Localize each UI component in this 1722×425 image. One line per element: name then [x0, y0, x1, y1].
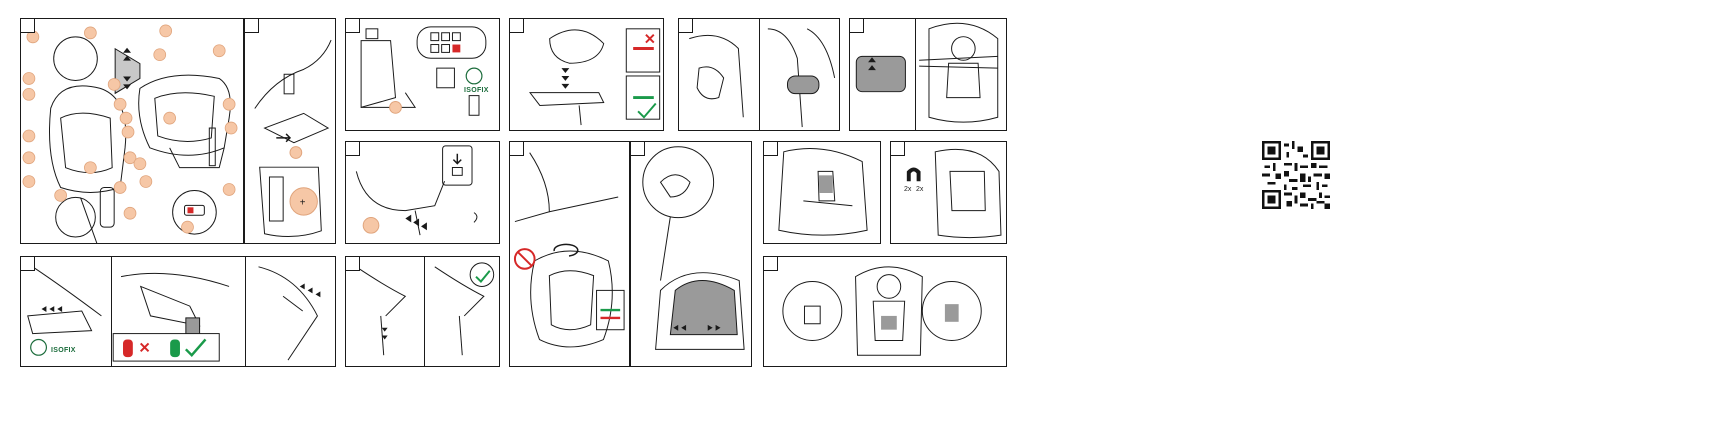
panel-cushion-detail [678, 18, 840, 131]
step-number-box [764, 142, 778, 156]
step-number-box [346, 19, 360, 33]
harness-height-illustration [850, 19, 1006, 130]
rotation-closeup-illustration [631, 142, 751, 366]
step-number-box [679, 19, 693, 33]
panel-seat-overview [20, 18, 244, 244]
support-leg-illustration [346, 257, 499, 366]
step-number-box [346, 142, 360, 156]
svg-text:+: + [300, 197, 306, 208]
step-number-box [631, 142, 645, 156]
isofix-brand-label: ISOFIX [464, 87, 489, 94]
shell-indicator-illustration [510, 19, 663, 130]
panel-rotation-closeup [630, 141, 752, 367]
rotate-icon [554, 244, 578, 256]
step-number-box [510, 142, 524, 156]
vehicle-seat-illustration [346, 19, 499, 130]
panel-vehicle-seat: ISOFIX [345, 18, 500, 131]
base-legs-illustration [346, 142, 499, 243]
panel-harness-fit [763, 256, 1007, 367]
step-number-box [850, 19, 864, 33]
isofix-logo-icon [31, 339, 47, 355]
panel-buckle-detail [763, 141, 881, 244]
panel-magnet: 2x 2x [890, 141, 1007, 244]
panel-base-legs [345, 141, 500, 244]
harness-fit-illustration [764, 257, 1006, 366]
base-install-illustration: + [245, 19, 335, 243]
checkmark-icon [638, 103, 656, 117]
panel-isofix-connectors: ISOFIX [20, 256, 336, 367]
panel-support-leg [345, 256, 500, 367]
step-number-box [21, 19, 35, 33]
step-number-box [510, 19, 524, 33]
panel-isofix-latch [509, 141, 630, 367]
panel-harness-height [849, 18, 1007, 131]
step-number-box [891, 142, 905, 156]
arrow-down-icon [453, 154, 461, 164]
step-number-box [245, 19, 259, 33]
qr-code-icon[interactable] [1262, 141, 1330, 209]
cross-icon [646, 35, 654, 43]
buckle-detail-illustration [764, 142, 880, 243]
step-number-box [346, 257, 360, 271]
isofix-latch-illustration [510, 142, 629, 366]
magnet-label-b: 2x [916, 186, 923, 193]
isofix-logo-icon [466, 68, 482, 84]
step-number-box [21, 257, 35, 271]
panel-base-install: + [244, 18, 336, 244]
magnet-label-a: 2x [904, 186, 911, 193]
arrow-down-icon [561, 68, 569, 89]
panel-shell-indicator [509, 18, 664, 131]
isofix-brand-label-bottom: ISOFIX [51, 347, 76, 354]
magnet-icon [907, 167, 921, 181]
seat-overview-illustration [21, 19, 243, 243]
cushion-detail-illustration [679, 19, 839, 130]
checkmark-icon [476, 271, 490, 282]
callout-dots [23, 25, 237, 233]
step-number-box [764, 257, 778, 271]
